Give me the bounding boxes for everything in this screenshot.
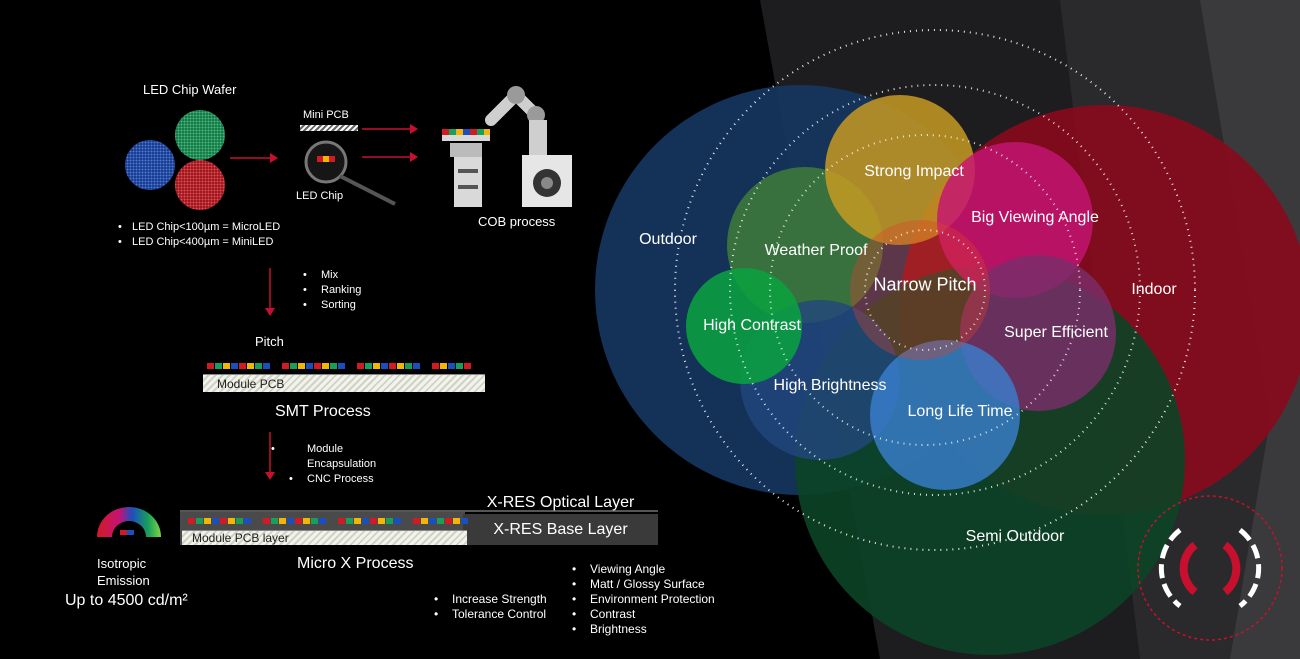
wafer-bullets: LED Chip<100µm = MicroLED LED Chip<400µm… [118, 220, 280, 250]
mini-pcb-label: Mini PCB [303, 109, 349, 121]
wafer-bullet: LED Chip<400µm = MiniLED [118, 235, 280, 250]
smt-process-label: SMT Process [275, 403, 371, 420]
mini-pcb-strip [300, 125, 358, 131]
arrow-right-icon [362, 124, 418, 162]
venn-label-indoor: Indoor [1131, 281, 1177, 298]
arrow-right-icon [230, 153, 278, 163]
arrow-down-icon [265, 432, 275, 480]
magnifier-icon [304, 140, 396, 206]
cob-process-label: COB process [478, 214, 556, 229]
module-pcb-strip: Module PCB [203, 374, 485, 392]
venn-label-narrow-pitch: Narrow Pitch [873, 274, 977, 295]
sorting-bullet: Ranking [303, 283, 361, 298]
feature-item: Matt / Glossy Surface [572, 577, 715, 592]
led-wafer-icon [125, 110, 225, 210]
venn-label-semi-outdoor: Semi Outdoor [965, 528, 1065, 545]
emission-brightness: Up to 4500 cd/m² [65, 592, 188, 609]
feature-item: Increase Strength [434, 592, 547, 607]
emission-arc-icon [97, 507, 161, 537]
encapsulation-bullets: Module Encapsulation CNC Process [289, 442, 409, 487]
features-left-list: Increase Strength Tolerance Control [434, 592, 547, 622]
venn-label-strong-impact: Strong Impact [864, 163, 964, 180]
module-pcb-label: Module PCB [217, 377, 285, 391]
venn-label-weather-proof: Weather Proof [764, 242, 868, 259]
sorting-bullets: Mix Ranking Sorting [303, 268, 361, 313]
base-layer-box [463, 514, 658, 545]
arrow-down-icon [265, 268, 275, 316]
feature-item: Viewing Angle [572, 562, 715, 577]
venn-label-super-efficient: Super Efficient [1004, 324, 1108, 341]
sorting-bullet: Mix [303, 268, 361, 283]
cob-robot-icon [442, 86, 572, 207]
features-right-list: Viewing Angle Matt / Glossy Surface Envi… [572, 562, 715, 637]
micro-x-process-label: Micro X Process [297, 555, 414, 572]
pitch-label: Pitch [255, 334, 284, 349]
venn-circle-high-contrast [686, 268, 802, 384]
venn-label-high-contrast: High Contrast [703, 317, 801, 334]
brand-logo-icon [1137, 495, 1283, 641]
led-chip-label: LED Chip [296, 190, 344, 202]
module-pcb-layer-label: Module PCB layer [192, 531, 289, 545]
encapsulation-bullet: CNC Process [289, 472, 409, 487]
module-pcb-layer-strip: Module PCB layer [182, 530, 467, 545]
venn-label-outdoor: Outdoor [639, 231, 697, 248]
emission-title-line1: Isotropic [97, 556, 147, 571]
led-chip-row [207, 363, 471, 369]
feature-item: Contrast [572, 607, 715, 622]
feature-item: Brightness [572, 622, 715, 637]
base-layer-label: X-RES Base Layer [493, 521, 628, 538]
encapsulation-bullet: Module Encapsulation [289, 442, 409, 472]
led-chip-row-encapsulated [188, 518, 468, 524]
feature-item: Tolerance Control [434, 607, 547, 622]
sorting-bullet: Sorting [303, 298, 361, 313]
optical-layer-label: X-RES Optical Layer [486, 494, 635, 511]
venn-circle-strong-impact [825, 95, 975, 245]
venn-circle-narrow-pitch [850, 220, 990, 360]
feature-item: Environment Protection [572, 592, 715, 607]
venn-label-big-viewing-angle: Big Viewing Angle [971, 209, 1099, 226]
venn-label-long-life-time: Long Life Time [907, 403, 1013, 420]
wafer-title: LED Chip Wafer [143, 82, 237, 97]
emission-title-line2: Emission [97, 573, 150, 588]
wafer-bullet: LED Chip<100µm = MicroLED [118, 220, 280, 235]
venn-label-high-brightness: High Brightness [773, 377, 887, 394]
venn-circle-long-life-time [870, 340, 1020, 490]
